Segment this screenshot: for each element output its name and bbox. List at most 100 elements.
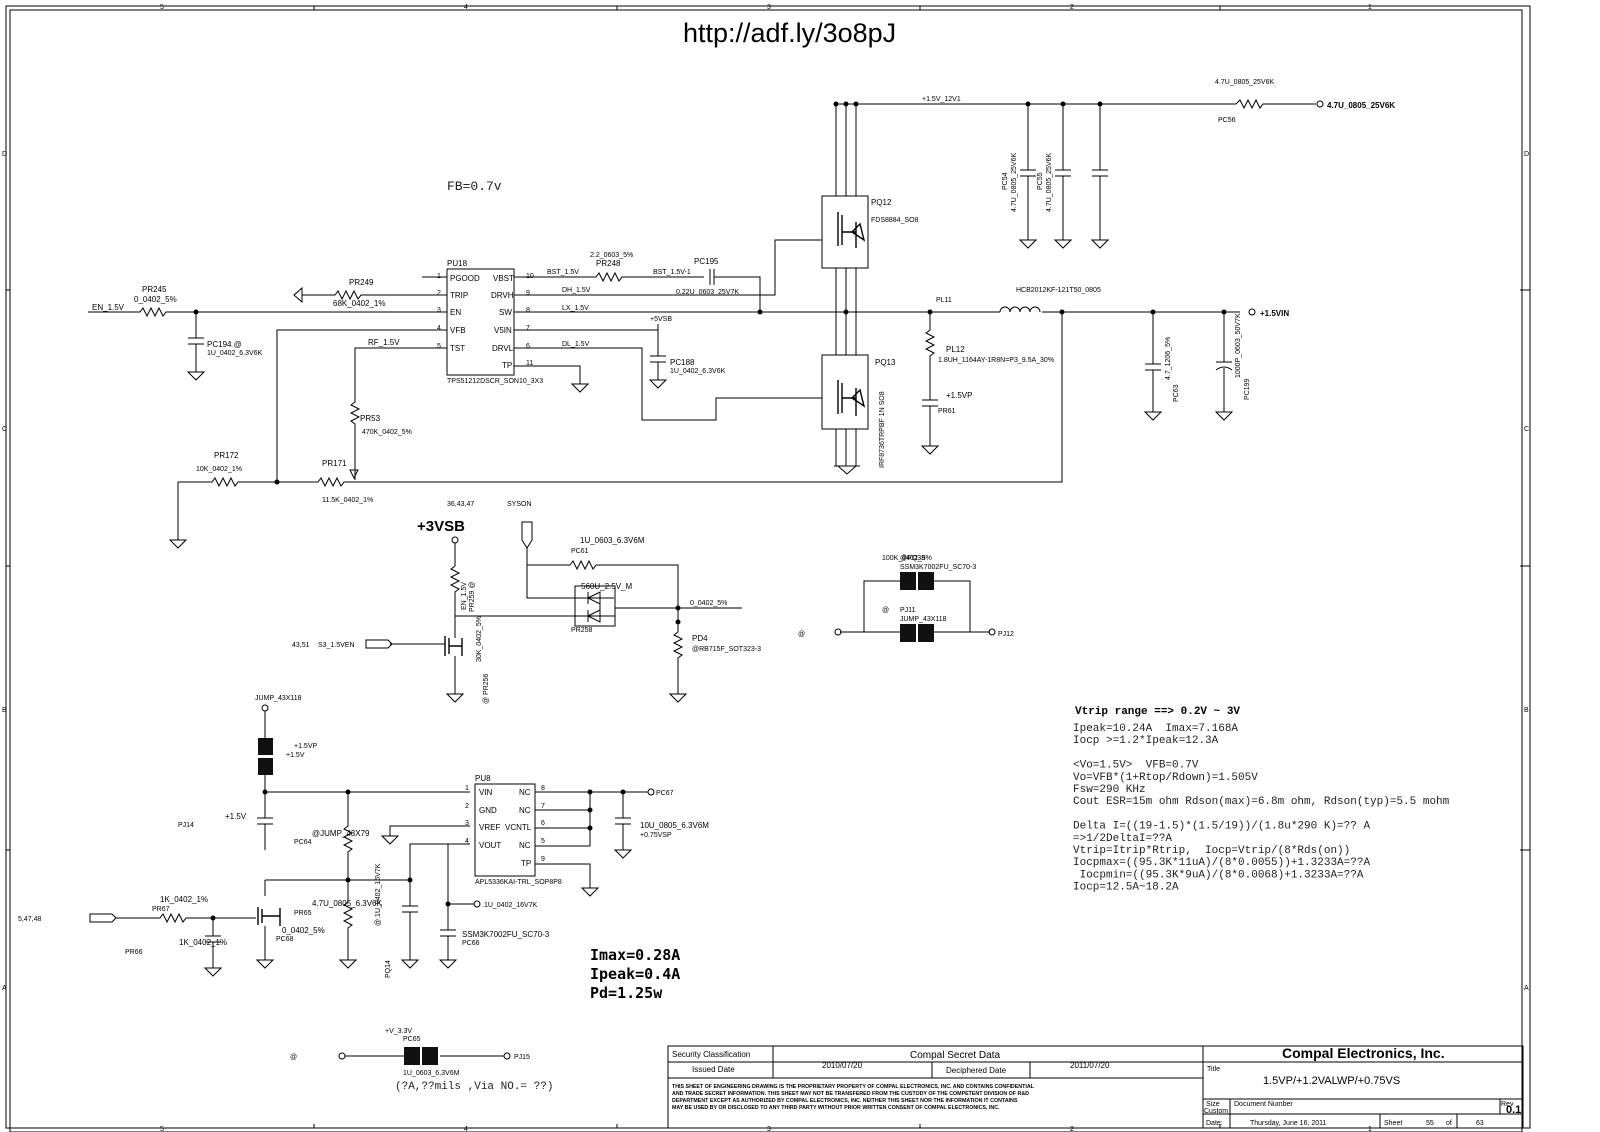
pu8-pin-name: VIN (479, 788, 493, 797)
rev-label: Rev (1501, 1101, 1514, 1108)
label: 4.7U_0805_25V6K (1327, 101, 1395, 110)
pu18-pin-name: EN (450, 308, 461, 317)
label: EN_1.5V (92, 303, 125, 312)
label: @ (290, 1054, 297, 1061)
label: PR259 @ (469, 582, 476, 612)
pu8-pin-num: 8 (541, 785, 545, 792)
pu18-pin-num: 3 (437, 307, 441, 314)
note-line: Iocpmax=((95.3K*11uA)/(8*0.0055))+1.3233… (1073, 857, 1370, 869)
label: PD4 (692, 634, 708, 643)
label: 4.7U_0805_25V6K (1046, 153, 1053, 212)
sheet-title: 1.5VP/+1.2VALWP/+0.75VS (1263, 1075, 1400, 1087)
pu18-pin-name: V5IN (494, 326, 512, 335)
label: RF_1.5V (368, 338, 400, 347)
label: PQ13 (875, 358, 896, 367)
pu8-regulator: PU8 APL5336KAI-TRL_SOP8P8 VIN GND VREF V… (465, 774, 709, 897)
border-row-label: A (2, 985, 7, 992)
label: @RB715F_SOT323-3 (692, 646, 761, 653)
deciphered-label: Deciphered Date (946, 1066, 1007, 1075)
border-row-label: B (2, 707, 7, 714)
note-line: Iocp=12.5A~18.2A (1073, 882, 1179, 894)
border-col-label: 5 (160, 4, 164, 11)
custom-label: Custom (1204, 1108, 1228, 1115)
label: 2.2_0603_5% (590, 252, 633, 259)
pu18-pin-num: 6 (526, 343, 530, 350)
docnum-label: Document Number (1234, 1101, 1293, 1108)
note-line: Iocp >=1.2*Ipeak=12.3A (1073, 735, 1219, 747)
pu18-pin-name: DRVH (491, 291, 514, 300)
note-line: Vtrip=Itrip*Rtrip, Iocp=Vtrip/(8*Rds(on)… (1073, 845, 1350, 857)
label: 30K_0402_5% (476, 616, 483, 662)
label: +1.5V_12V1 (922, 96, 961, 103)
pu8-pin-num: 1 (465, 785, 469, 792)
pu8-pin-num: 5 (541, 838, 545, 845)
title-block: Security Classification Compal Secret Da… (667, 1045, 1524, 1129)
label: +1.5VP (946, 391, 972, 400)
input-rail: +1.5V_12V1 4.7U_0805_25V6K PC56 4.7U_080… (833, 79, 1395, 249)
security-label: Security Classification (672, 1050, 750, 1059)
label: BST_1.5V-1 (653, 269, 691, 276)
date-value: Thursday, June 16, 2011 (1250, 1120, 1327, 1127)
pu18-pin-name: TST (450, 344, 465, 353)
note-line: Vtrip range ==> 0.2V ~ 3V (1075, 706, 1240, 718)
pu8-pin-name: NC (519, 806, 531, 815)
label: PC195 (694, 257, 719, 266)
border-row-label: A (1524, 985, 1529, 992)
disclaimer-line: DEPARTMENT EXCEPT AS AUTHORIZED BY COMPA… (672, 1098, 1018, 1104)
label: LX_1.5V (562, 305, 589, 312)
label: PC199 (1244, 378, 1251, 400)
pu8-pin-name: VREF (479, 823, 500, 832)
label: 100K_0402_5% (882, 555, 932, 562)
label: IRF8736TRPBF 1N SO8 (879, 391, 886, 468)
vsb-switch: +3VSB 43,51 S3_1.5VEN EN_1.5V PR259 @ 30… (292, 518, 490, 704)
pu8-pin-num: 6 (541, 820, 545, 827)
border-col-label: 1 (1368, 1126, 1372, 1132)
jump-note: (?A,??mils ,Via NO.= ??) (395, 1081, 553, 1093)
label: 1U_0603_6.3V6M (403, 1070, 460, 1077)
label: PR67 (152, 906, 170, 913)
label: PR248 (596, 259, 621, 268)
label: +5VSB (650, 316, 672, 323)
border-row-label: D (2, 151, 7, 158)
label: +1.5VIN (1260, 309, 1289, 318)
pu8-pin-name: TP (521, 859, 531, 868)
label: PJ15 (514, 1054, 530, 1061)
label: +0.75VSP (640, 832, 672, 839)
syson-label: SYSON (507, 501, 532, 508)
label: JUMP_43X118 (255, 695, 302, 702)
label: PC64 (294, 839, 312, 846)
label: PC61 (571, 548, 589, 555)
pu18-pin-num: 11 (526, 360, 533, 367)
pu8-pin-num: 3 (465, 820, 469, 827)
label: @PQ38 (900, 555, 925, 562)
pu18-pin-num: 2 (437, 290, 441, 297)
label: 1000P_0603_50V7K (1235, 313, 1242, 378)
deciphered-value: 2011/07/20 (1070, 1061, 1110, 1070)
feedback-net: RF_1.5V PR53 470K_0402_5% PR172 10K_0402… (168, 312, 1063, 549)
pu18-pin-name: VBST (493, 274, 514, 283)
pu18-pin-name: TP (502, 361, 512, 370)
label: +V_3.3V (385, 1028, 412, 1035)
pu8-pin-name: VOUT (479, 841, 501, 850)
label: 560U_2.5V_M (581, 582, 632, 591)
of-label: of (1446, 1120, 1452, 1127)
border-row-label: C (2, 426, 7, 433)
label: PR65 (294, 910, 312, 917)
pu18-pin-name: PGOOD (450, 274, 480, 283)
border-col-label: 5 (160, 1126, 164, 1132)
label: PC188 (670, 358, 695, 367)
trip-net: PR249 68K_0402_1% (293, 276, 447, 308)
label: PC65 (403, 1036, 421, 1043)
pu18-pin-num: 9 (526, 290, 530, 297)
label: PR249 (349, 278, 374, 287)
label: 0_0402_5% (134, 295, 177, 304)
pu18-pin-name: VFB (450, 326, 466, 335)
label: 470K_0402_5% (362, 429, 412, 436)
label: 11.5K_0402_1% (322, 497, 373, 504)
pu18-pin-num: 7 (526, 325, 530, 332)
border-col-label: 3 (767, 4, 771, 11)
pu8-part: APL5336KAI-TRL_SOP8P8 (475, 879, 562, 886)
en-input-net: EN_1.5V PR245 0_0402_5% PC194 @ 1U_0402_… (88, 285, 447, 381)
